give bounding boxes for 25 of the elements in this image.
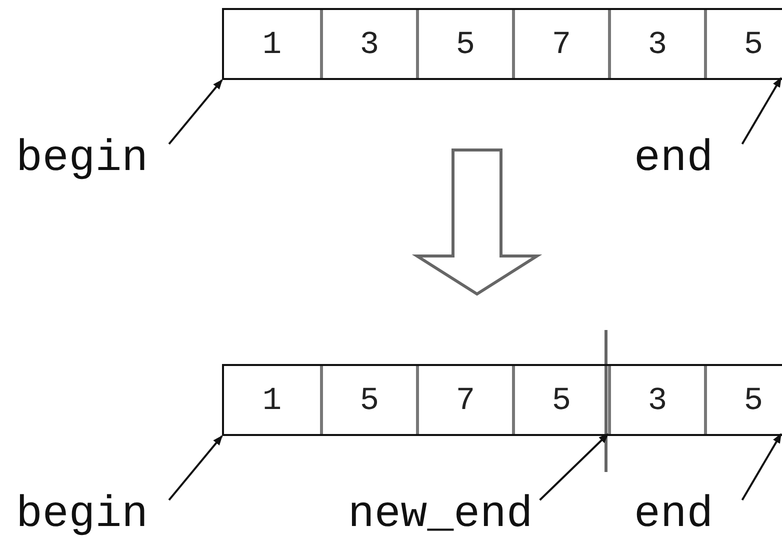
pointer-arrow (168, 79, 223, 145)
pointer-arrow (741, 77, 782, 144)
array-cell: 3 (608, 10, 704, 78)
pointer-arrow (539, 433, 609, 501)
array-cell: 3 (320, 10, 416, 78)
pointer-label: begin (16, 492, 170, 538)
pointer-arrow (168, 435, 223, 501)
array-cell: 7 (512, 10, 608, 78)
array-box (222, 364, 782, 436)
array-cell: 1 (224, 10, 320, 78)
array-cell: 5 (416, 10, 512, 78)
array-box (222, 8, 782, 80)
array-cell: 5 (512, 366, 608, 434)
pointer-label: end (634, 136, 744, 182)
pointer-label: end (634, 492, 744, 538)
array-cell: 7 (416, 366, 512, 434)
array-cell: 3 (608, 366, 704, 434)
block-arrow (412, 148, 542, 296)
pointer-label: new_end (348, 492, 541, 538)
array-cell: 5 (704, 10, 782, 78)
array-cell: 5 (320, 366, 416, 434)
pointer-label: begin (16, 136, 170, 182)
pointer-arrow (741, 433, 782, 500)
array-cell: 1 (224, 366, 320, 434)
array-cell: 5 (704, 366, 782, 434)
